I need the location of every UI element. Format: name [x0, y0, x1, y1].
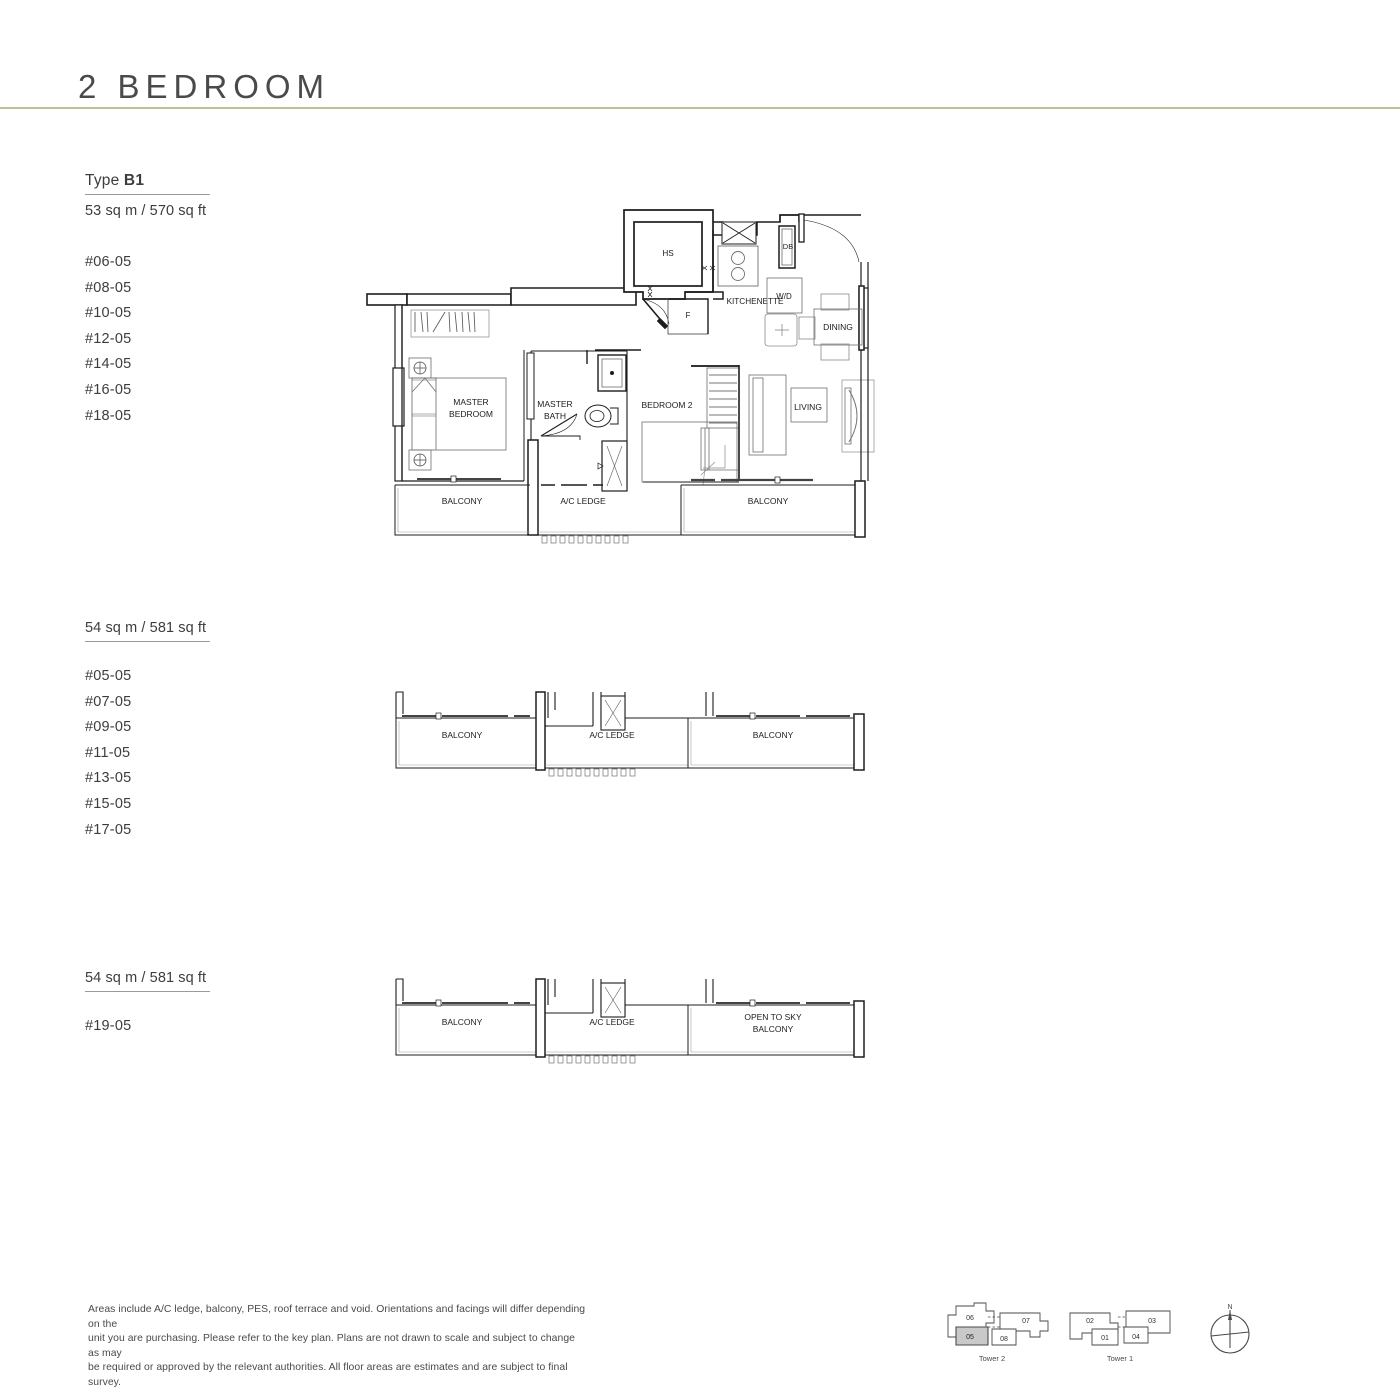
keyplan-unit-03: 03 [1148, 1318, 1156, 1325]
info-block-2: 54 sq m / 581 sq ft #05-05 #07-05 #09-05… [85, 620, 315, 843]
label-distribution-board: DB [783, 242, 793, 251]
area-underline-2 [85, 641, 210, 642]
title-divider [0, 107, 1400, 109]
unit-item: #15-05 [85, 795, 132, 812]
unit-item: #18-05 [85, 407, 132, 424]
key-plan: 06 05 07 08 Tower 2 02 01 [930, 1293, 1180, 1373]
floor-plan-main: HS [355, 200, 885, 545]
disclaimer-line-1: Areas include A/C ledge, balcony, PES, r… [88, 1304, 586, 1330]
room-label-balcony-right: BALCONY [753, 730, 794, 740]
keyplan-unit-07: 07 [1022, 1318, 1030, 1325]
room-label-ac-ledge: A/C LEDGE [560, 496, 606, 506]
unit-item: #12-05 [85, 330, 132, 347]
room-label-ac-ledge: A/C LEDGE [589, 730, 635, 740]
type-underline-1 [85, 194, 210, 195]
unit-item: #17-05 [85, 821, 132, 838]
unit-item: #10-05 [85, 305, 132, 322]
room-label-master-bedroom-line2: BEDROOM [449, 409, 493, 419]
appliance-label-fridge: F [686, 311, 691, 320]
floor-plan-bottom: BALCONY A/C LEDGE [388, 975, 878, 1067]
unit-item: #11-05 [85, 744, 131, 761]
disclaimer-line-2: unit you are purchasing. Please refer to… [88, 1333, 575, 1359]
room-label-balcony-left: BALCONY [442, 730, 483, 740]
page-title: 2 BEDROOM [78, 68, 331, 105]
room-label-balcony-left: BALCONY [442, 496, 483, 506]
room-label-balcony-right: BALCONY [748, 496, 789, 506]
room-label-hs: HS [662, 249, 674, 258]
room-label-balcony-left: BALCONY [442, 1017, 483, 1027]
type-code: B1 [123, 172, 145, 189]
unit-list-1: #06-05 #08-05 #10-05 #12-05 #14-05 #16-0… [85, 250, 315, 429]
room-label-dining: DINING [823, 322, 853, 332]
keyplan-unit-05-highlighted: 05 [966, 1334, 974, 1341]
area-label-1: 53 sq m / 570 sq ft [85, 203, 207, 219]
disclaimer-text: Areas include A/C ledge, balcony, PES, r… [88, 1303, 588, 1391]
room-label-open-to-sky-line2: BALCONY [753, 1024, 794, 1034]
room-label-kitchenette: KITCHENETTE [727, 297, 784, 306]
unit-item: #07-05 [85, 693, 132, 710]
keyplan-unit-08: 08 [1000, 1336, 1008, 1343]
unit-item: #06-05 [85, 254, 132, 270]
area-label-2: 54 sq m / 581 sq ft [85, 620, 207, 636]
type-prefix: Type [85, 172, 124, 189]
unit-item: #13-05 [85, 770, 132, 787]
unit-item: #08-05 [85, 279, 132, 296]
area-label-3: 54 sq m / 581 sq ft [85, 970, 207, 986]
floor-plan-mid: BALCONY A/C [388, 688, 878, 780]
room-label-bedroom-2: BEDROOM 2 [641, 400, 692, 410]
info-block-1: Type B1 53 sq m / 570 sq ft #06-05 #08-0… [85, 172, 315, 429]
disclaimer-line-3: be required or approved by the relevant … [88, 1362, 568, 1388]
room-label-master-bath-line2: BATH [544, 411, 566, 421]
keyplan-unit-01: 01 [1101, 1335, 1109, 1342]
compass-north-label: N [1227, 1304, 1232, 1311]
north-compass-icon: N [1198, 1296, 1262, 1369]
type-label-1: Type B1 [85, 172, 315, 194]
keyplan-tower2-label: Tower 2 [979, 1354, 1005, 1363]
room-label-living: LIVING [794, 402, 822, 412]
keyplan-unit-02: 02 [1086, 1318, 1094, 1325]
unit-item: #16-05 [85, 381, 132, 398]
keyplan-tower1-label: Tower 1 [1107, 1354, 1133, 1363]
area-underline-3 [85, 991, 210, 992]
unit-list-3: #19-05 [85, 1014, 315, 1040]
room-label-master-bedroom-line1: MASTER [453, 397, 488, 407]
unit-item: #05-05 [85, 668, 132, 684]
unit-item: #09-05 [85, 719, 132, 736]
keyplan-unit-06: 06 [966, 1315, 974, 1322]
unit-list-2: #05-05 #07-05 #09-05 #11-05 #13-05 #15-0… [85, 664, 315, 843]
unit-item: #14-05 [85, 356, 132, 373]
keyplan-unit-04: 04 [1132, 1334, 1140, 1341]
unit-item: #19-05 [85, 1018, 132, 1034]
room-label-open-to-sky-line1: OPEN TO SKY [744, 1012, 802, 1022]
appliance-label-washer-dryer: W/D [776, 292, 792, 301]
info-block-3: 54 sq m / 581 sq ft #19-05 [85, 970, 315, 1040]
room-label-ac-ledge: A/C LEDGE [589, 1017, 635, 1027]
room-label-master-bath-line1: MASTER [537, 399, 572, 409]
